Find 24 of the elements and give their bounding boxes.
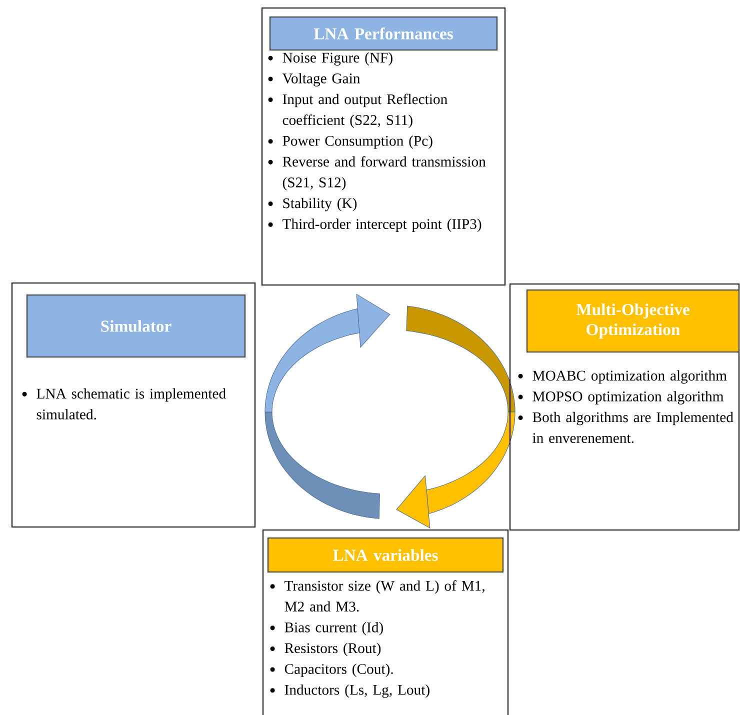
list-item: Noise Figure (NF) [268, 52, 392, 66]
list-item: Transistor size (W and L) of M1, M2 and M3. [270, 580, 484, 612]
list-item: Reverse and forward transmission (S21, S12) [268, 156, 486, 190]
list-item: Power Consumption (Pc) [268, 135, 432, 149]
list-item: MOABC optimization algorithm [518, 370, 727, 384]
list-item: MOPSO optimization algorithm [518, 391, 724, 404]
header-box: Multi-Objective Optimization [526, 289, 740, 353]
list-item: Both algorithms are Implemented in enverenement. [518, 412, 734, 444]
list-item: Stability (K) [268, 198, 357, 212]
list-item: Input and output Reflection coefficient (S22, S11) [268, 94, 448, 128]
panel-box [262, 529, 509, 715]
list-item: Capacitors (Cout). [270, 664, 393, 677]
panel-box [509, 283, 740, 531]
header-box: LNA Performances [269, 16, 498, 51]
list-item: Voltage Gain [268, 73, 360, 86]
list-item: LNA schematic is implemented simulated. [22, 388, 226, 420]
panel-box [261, 7, 506, 286]
list-item: Resistors (Rout) [270, 642, 381, 656]
list-item: Bias current (Id) [270, 622, 383, 636]
panel-box [11, 282, 256, 528]
header-box: LNA variables [267, 537, 504, 573]
list-item: Third-order intercept point (IIP3) [268, 218, 482, 232]
header-box: Simulator [26, 294, 246, 358]
list-item: Inductors (Ls, Lg, Lout) [270, 684, 430, 698]
